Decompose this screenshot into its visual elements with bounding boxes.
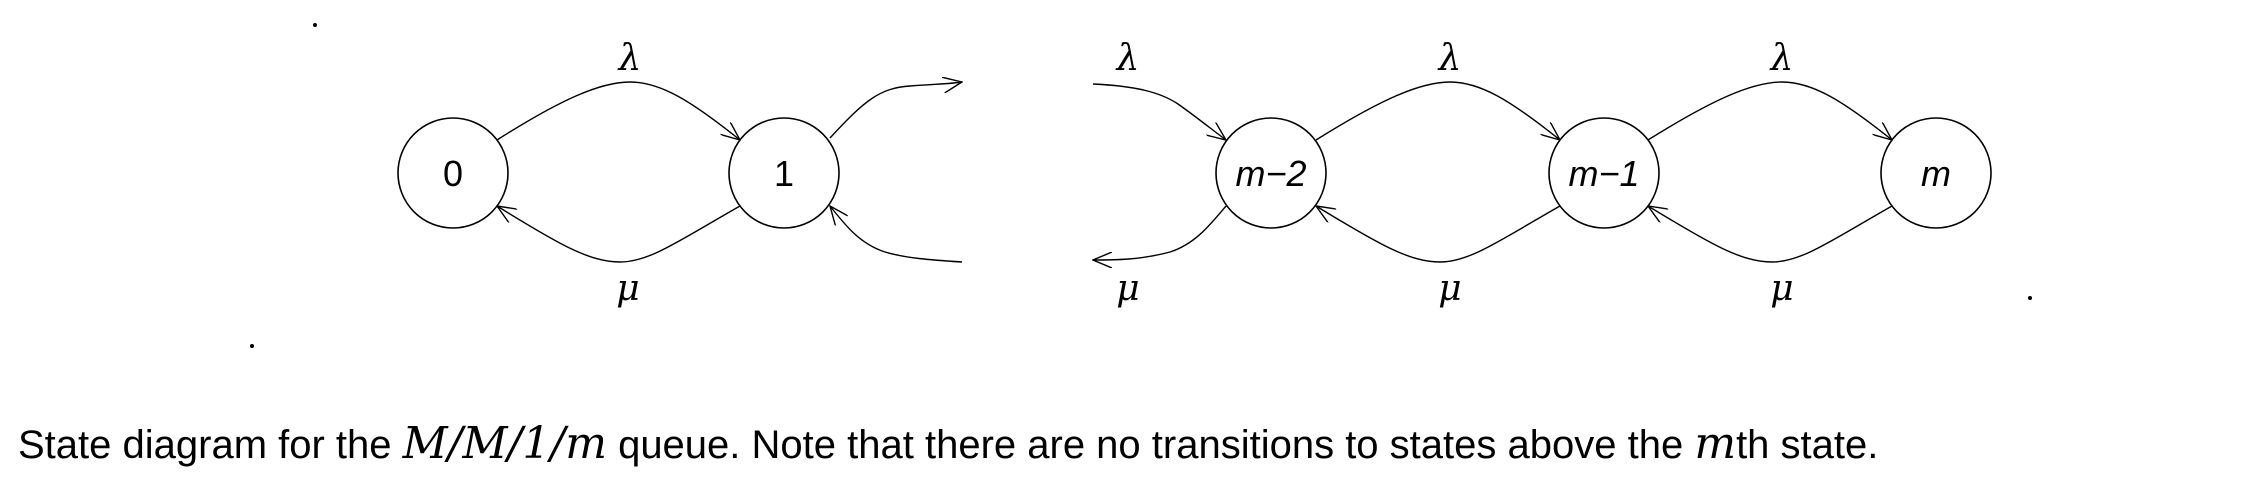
transition-m-to-m-1 bbox=[1648, 206, 1893, 263]
lambda-label: λ bbox=[1437, 38, 1462, 79]
transition-1-to-0 bbox=[497, 206, 741, 263]
state-node-m-2: m−2 bbox=[1215, 117, 1327, 229]
caption-middle: queue. Note that there are no transition… bbox=[606, 423, 1695, 467]
transition-in-to-1 bbox=[830, 206, 963, 263]
transition-1-out bbox=[829, 82, 962, 139]
state-label: 0 bbox=[443, 153, 463, 194]
state-node-0: 0 bbox=[397, 117, 509, 229]
state-label: 1 bbox=[774, 153, 794, 194]
lambda-label: λ bbox=[1115, 38, 1140, 79]
lambda-label: λ bbox=[1769, 38, 1794, 79]
mu-label: μ bbox=[1116, 268, 1139, 309]
state-label: m bbox=[1921, 153, 1951, 194]
mu-label: μ bbox=[1770, 268, 1793, 309]
queue-notation: M/M/1/m bbox=[402, 418, 607, 469]
state-node-m-1: m−1 bbox=[1548, 117, 1660, 229]
transition-m-1-to-m-2 bbox=[1316, 206, 1561, 263]
mu-label: μ bbox=[616, 268, 639, 309]
state-diagram: λ λ λ λ μ μ μ μ 0 1 m−2 m−1 m bbox=[250, 23, 2032, 348]
mu-label: μ bbox=[1438, 268, 1461, 309]
stray-dot bbox=[313, 23, 317, 27]
state-label: m−1 bbox=[1568, 153, 1639, 194]
lambda-label: λ bbox=[617, 38, 642, 79]
state-symbol: m bbox=[1694, 418, 1737, 469]
stray-dot bbox=[2028, 296, 2032, 300]
state-node-1: 1 bbox=[728, 117, 840, 229]
transition-m-2-to-m-1 bbox=[1315, 81, 1560, 140]
transition-0-to-1 bbox=[496, 81, 740, 140]
transition-in-to-m-2 bbox=[1092, 83, 1226, 140]
state-label: m−2 bbox=[1235, 153, 1306, 194]
transition-m-1-to-m bbox=[1647, 81, 1892, 140]
caption-prefix: State diagram for the bbox=[18, 423, 403, 467]
caption-suffix: th state. bbox=[1736, 423, 1879, 467]
stray-dot bbox=[250, 344, 254, 348]
transition-m-2-out bbox=[1093, 205, 1227, 260]
state-node-m: m bbox=[1880, 117, 1992, 229]
figure-caption: State diagram for the M/M/1/m queue. Not… bbox=[18, 418, 1878, 469]
